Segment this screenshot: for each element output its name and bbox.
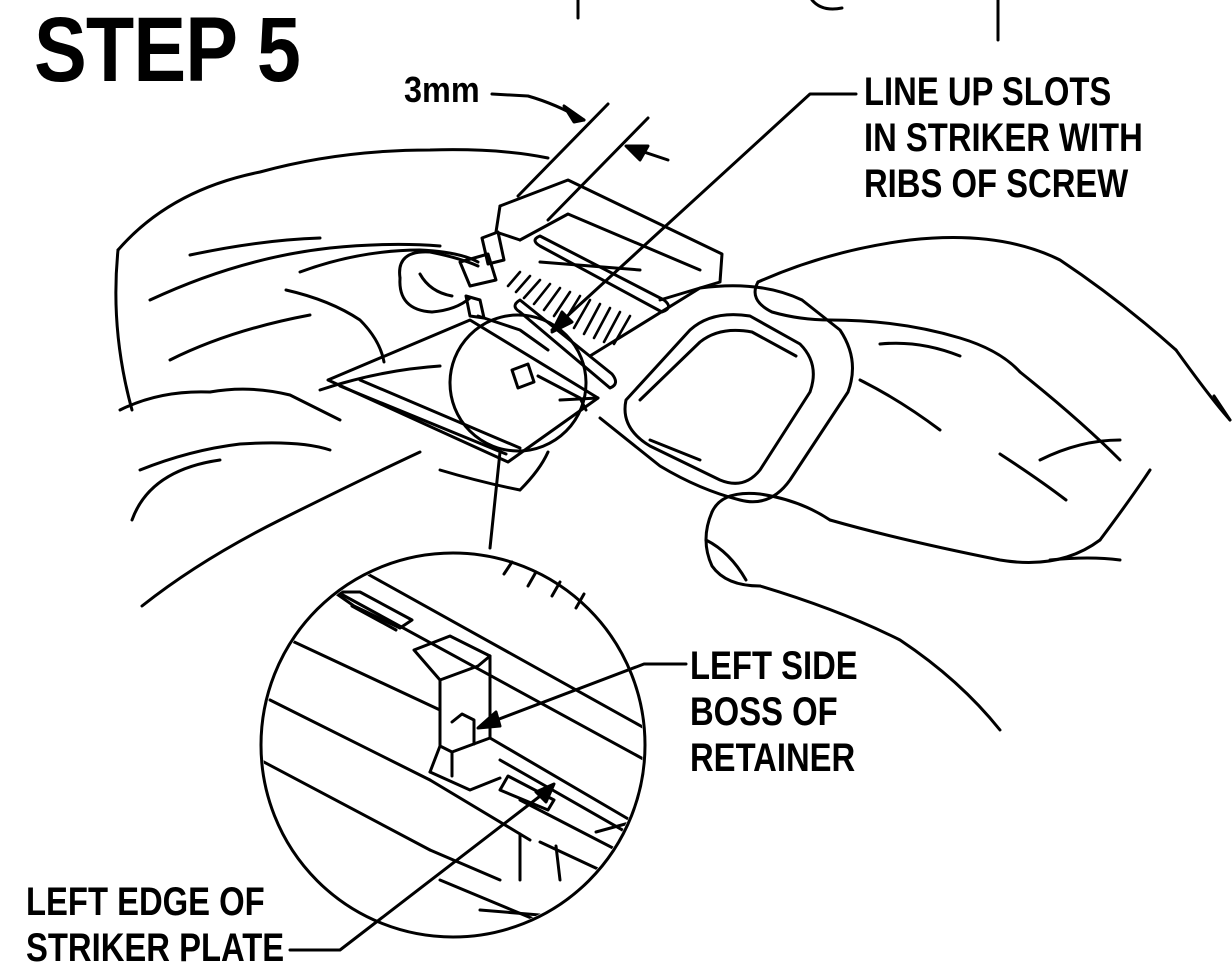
callout-line: LEFT EDGE OF [26, 880, 265, 924]
left-hand [114, 148, 550, 608]
detail-connector [488, 450, 502, 550]
detail-circle [448, 313, 588, 453]
callout-line: STRIKER PLATE [26, 926, 285, 970]
callout-line: RETAINER [690, 736, 856, 780]
callout-left-side-boss: LEFT SIDE BOSS OF RETAINER [690, 646, 858, 784]
frame-fragment [810, 0, 844, 11]
callout-line: RIBS OF SCREW [864, 162, 1129, 206]
magnified-view [259, 551, 647, 939]
right-hand [704, 236, 1232, 732]
step-title: STEP 5 [34, 0, 301, 101]
callout-line-up-slots: LINE UP SLOTS IN STRIKER WITH RIBS OF SC… [864, 72, 1143, 210]
callout-line: IN STRIKER WITH [864, 116, 1143, 160]
leader-left-edge [288, 788, 550, 952]
leader-left-side-boss [484, 662, 688, 726]
dimension-label: 3mm [404, 69, 480, 110]
dimension-lines [490, 92, 670, 222]
striker-plate [326, 178, 854, 504]
callout-line: BOSS OF [690, 690, 838, 734]
leader-line-up-slots [550, 92, 858, 332]
callout-line: LINE UP SLOTS [864, 70, 1112, 114]
callout-line: LEFT SIDE [690, 644, 858, 688]
callout-left-edge: LEFT EDGE OF STRIKER PLATE [26, 882, 284, 974]
